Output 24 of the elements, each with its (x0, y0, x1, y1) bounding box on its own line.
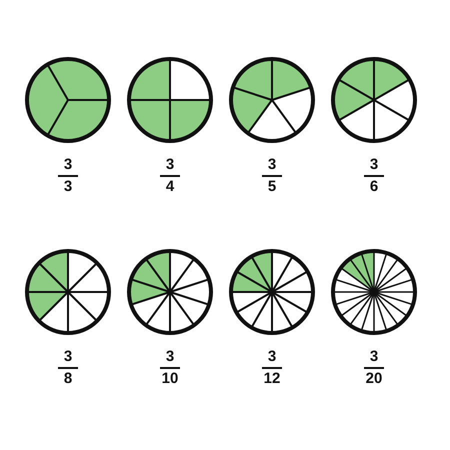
fraction-circle (24, 248, 112, 336)
numerator: 3 (164, 348, 176, 365)
numerator: 3 (266, 156, 278, 173)
denominator: 3 (62, 178, 74, 195)
fraction-circle (228, 56, 316, 144)
numerator: 3 (368, 348, 380, 365)
numerator: 3 (164, 156, 176, 173)
numerator: 3 (62, 156, 74, 173)
denominator: 20 (364, 370, 384, 387)
fraction-circle (126, 56, 214, 144)
numerator: 3 (62, 348, 74, 365)
denominator: 10 (160, 370, 180, 387)
denominator: 4 (164, 178, 176, 195)
denominator: 12 (262, 370, 282, 387)
fraction-circle (24, 56, 112, 144)
fraction-circle (330, 248, 418, 336)
numerator: 3 (368, 156, 380, 173)
denominator: 6 (368, 178, 380, 195)
fraction-circle (228, 248, 316, 336)
denominator: 5 (266, 178, 278, 195)
fraction-circle (330, 56, 418, 144)
numerator: 3 (266, 348, 278, 365)
denominator: 8 (62, 370, 74, 387)
fraction-circle (126, 248, 214, 336)
